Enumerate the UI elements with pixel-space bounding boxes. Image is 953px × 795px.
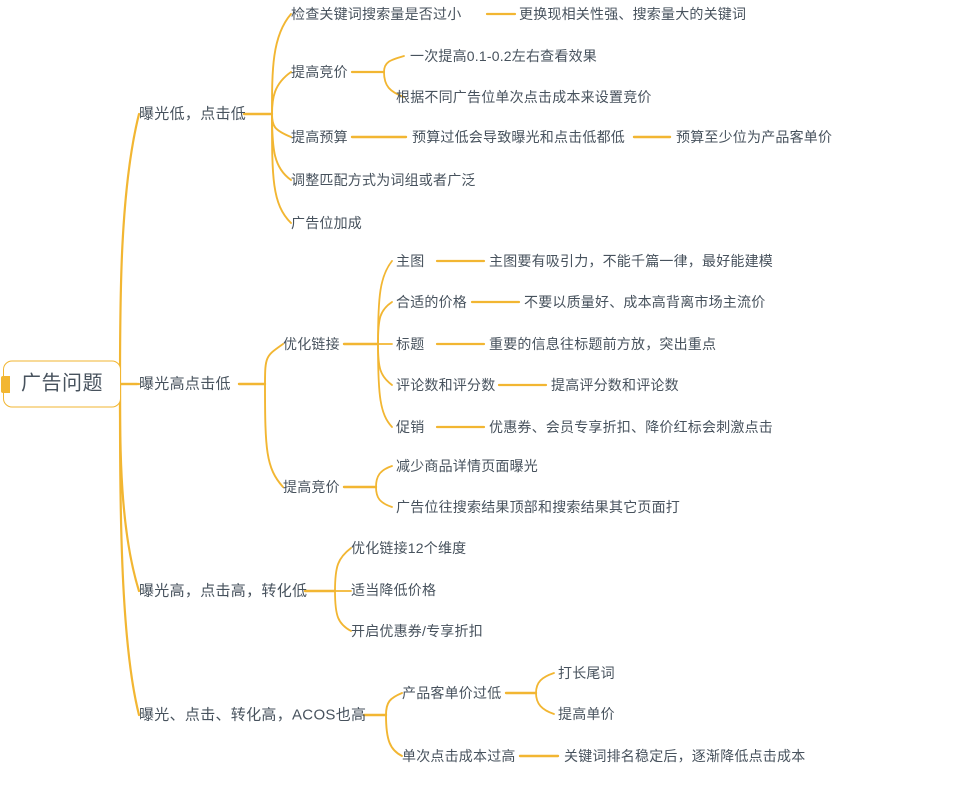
node-label: 调整匹配方式为词组或者广泛 [291,172,476,188]
node-promotion[interactable]: 促销 [396,420,424,434]
node-label: 优化链接12个维度 [351,540,467,556]
node-suitable-price[interactable]: 合适的价格 [396,295,467,309]
edge-b4c1-grandchildren [504,672,555,715]
edge-branch1-children [242,13,292,224]
node-label: 提高单价 [558,706,615,722]
node-replace-high-relevance-keywords[interactable]: 更换现相关性强、搜索量大的关键词 [519,7,746,21]
node-label: 曝光、点击、转化高，ACOS也高 [139,706,367,724]
node-target-long-tail-keywords[interactable]: 打长尾词 [558,666,615,680]
node-label: 减少商品详情页面曝光 [396,458,538,474]
node-label: 优惠券、会员专享折扣、降价红标会刺激点击 [489,419,773,435]
node-label: 优化链接 [283,336,340,352]
node-label: 提高竞价 [291,64,348,80]
node-raise-bid-increment[interactable]: 一次提高0.1-0.2左右查看效果 [410,49,597,63]
node-label: 曝光高，点击高，转化低 [139,582,308,600]
node-raise-bid-b1[interactable]: 提高竞价 [291,65,348,79]
branch-node-exposure-low-click-low[interactable]: 曝光低，点击低 [139,107,246,122]
node-reviews-and-ratings[interactable]: 评论数和评分数 [396,378,495,392]
node-title[interactable]: 标题 [396,337,424,351]
node-label: 不要以质量好、成本高背离市场主流价 [524,294,766,310]
node-label: 广告位往搜索结果顶部和搜索结果其它页面打 [396,499,680,515]
node-cpc-too-high[interactable]: 单次点击成本过高 [402,749,516,763]
edge-branch3-children [303,547,352,632]
node-budget-at-least-unit-price[interactable]: 预算至少位为产品客单价 [676,130,832,144]
node-label: 提高预算 [291,129,348,145]
node-label: 提高评分数和评论数 [551,377,679,393]
branch-node-exposure-high-click-low[interactable]: 曝光高点击低 [139,377,231,392]
node-label: 产品客单价过低 [402,685,502,701]
node-promotion-detail[interactable]: 优惠券、会员专享折扣、降价红标会刺激点击 [489,420,773,434]
node-label: 更换现相关性强、搜索量大的关键词 [519,6,747,22]
node-title-detail[interactable]: 重要的信息往标题前方放，突出重点 [489,337,716,351]
edge-spine-branches [118,112,141,717]
node-placement-boost[interactable]: 广告位加成 [291,216,362,230]
node-bid-by-placement-cpc[interactable]: 根据不同广告位单次点击成本来设置竞价 [396,90,652,104]
node-main-image[interactable]: 主图 [396,254,424,268]
node-label: 适当降低价格 [351,582,437,598]
node-optimize-listing-12-dimensions[interactable]: 优化链接12个维度 [351,541,466,555]
node-label: 根据不同广告位单次点击成本来设置竞价 [396,89,652,105]
node-label: 主图要有吸引力，不能千篇一律，最好能建模 [489,253,773,269]
node-raise-bid-b2[interactable]: 提高竞价 [283,480,340,494]
root-accent-tab [1,375,10,393]
node-label: 重要的信息往标题前方放，突出重点 [489,336,717,352]
node-enable-coupon-discount[interactable]: 开启优惠券/专享折扣 [351,624,483,638]
node-label: 评论数和评分数 [396,377,496,393]
root-node-label: 广告问题 [21,372,103,395]
node-optimize-listing[interactable]: 优化链接 [283,337,340,351]
node-suitable-price-detail[interactable]: 不要以质量好、成本高背离市场主流价 [524,295,765,309]
node-label: 曝光低，点击低 [139,105,247,123]
node-label: 一次提高0.1-0.2左右查看效果 [410,48,597,64]
node-reviews-and-ratings-detail[interactable]: 提高评分数和评论数 [551,378,679,392]
node-label: 预算过低会导致曝光和点击低都低 [412,129,625,145]
node-label: 打长尾词 [558,665,615,681]
node-label: 合适的价格 [396,294,467,310]
edge-b2c2-grandchildren [342,465,393,508]
branch-node-exposure-high-click-high-conv-low[interactable]: 曝光高，点击高，转化低 [139,584,307,599]
node-label: 广告位加成 [291,215,362,231]
node-label: 主图 [396,253,425,269]
node-raise-unit-price[interactable]: 提高单价 [558,707,615,721]
edge-b2c1-grandchildren [342,260,393,428]
node-label: 开启优惠券/专享折扣 [351,623,483,639]
node-label: 标题 [396,336,425,352]
branch-node-acos-high[interactable]: 曝光、点击、转化高，ACOS也高 [139,708,366,723]
node-main-image-detail[interactable]: 主图要有吸引力，不能千篇一律，最好能建模 [489,254,773,268]
node-label: 提高竞价 [283,479,340,495]
node-label: 关键词排名稳定后，逐渐降低点击成本 [564,748,806,764]
node-lower-price-moderately[interactable]: 适当降低价格 [351,583,436,597]
node-label: 单次点击成本过高 [402,748,516,764]
node-label: 曝光高点击低 [139,375,231,393]
root-node[interactable]: 广告问题 [1,360,121,408]
node-reduce-detail-page-exposure[interactable]: 减少商品详情页面曝光 [396,459,538,473]
node-adjust-match-type[interactable]: 调整匹配方式为词组或者广泛 [291,173,476,187]
node-lower-cpc-after-rank-stable[interactable]: 关键词排名稳定后，逐渐降低点击成本 [564,749,805,763]
node-check-keyword-search-volume[interactable]: 检查关键词搜索量是否过小 [291,7,461,21]
node-unit-price-too-low[interactable]: 产品客单价过低 [402,686,501,700]
node-placement-top-of-search[interactable]: 广告位往搜索结果顶部和搜索结果其它页面打 [396,500,680,514]
edge-branch4-children [362,692,403,757]
node-label: 促销 [396,419,425,435]
node-low-budget-consequence[interactable]: 预算过低会导致曝光和点击低都低 [412,130,625,144]
node-label: 预算至少位为产品客单价 [676,129,833,145]
node-label: 检查关键词搜索量是否过小 [291,6,462,22]
edge-branch2-children [237,343,284,488]
node-raise-budget[interactable]: 提高预算 [291,130,348,144]
